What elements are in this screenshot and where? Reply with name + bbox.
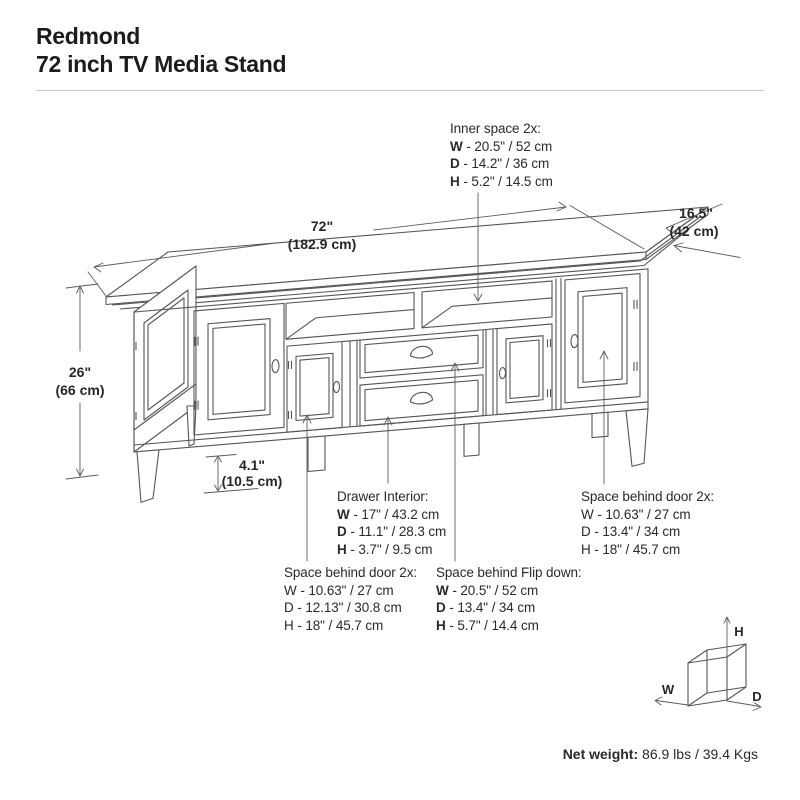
- annotation-title: Inner space 2x:: [450, 121, 541, 136]
- depth-inches-label: 16.5": [679, 205, 713, 221]
- leader-door-right: [599, 350, 609, 485]
- hinge-marks: [287, 360, 293, 420]
- drawer-top: [359, 329, 484, 379]
- drawer-bottom: [359, 374, 484, 427]
- door-handle: [498, 367, 507, 380]
- net-weight-value: 86.9 lbs / 39.4 Kgs: [642, 746, 758, 762]
- axis-h-label: H: [734, 624, 743, 639]
- front-face: [133, 268, 649, 503]
- annotation-title: Drawer Interior:: [337, 489, 429, 504]
- dimension-height: 26" (66 cm): [55, 283, 105, 480]
- axis-w-label: W: [662, 682, 675, 697]
- annotation-line: W - 10.63" / 27 cm: [284, 582, 394, 598]
- leader-door-left: [302, 414, 312, 562]
- annotation-line: D - 13.4" / 34 cm: [581, 524, 681, 539]
- annotation-title: Space behind Flip down:: [436, 565, 582, 580]
- annotation-line: W - 20.5" / 52 cm: [450, 138, 553, 154]
- cup-handle: [409, 345, 434, 359]
- foot-cm-label: (10.5 cm): [222, 473, 283, 489]
- shelf-left: [285, 291, 415, 340]
- width-inches-label: 72": [311, 218, 333, 234]
- hinge-marks: [633, 299, 638, 372]
- annotation-line: H - 5.7" / 14.4 cm: [436, 617, 539, 633]
- door-left-inner: [286, 341, 343, 433]
- width-cm-label: (182.9 cm): [288, 236, 356, 252]
- height-cm-label: (66 cm): [55, 382, 104, 398]
- cube-axis-legend: W D H: [654, 616, 762, 711]
- dimension-foot-height: 4.1" (10.5 cm): [203, 454, 283, 494]
- annotation-title: Space behind door 2x:: [581, 489, 714, 504]
- dimension-depth: 16.5" (42 cm): [665, 203, 741, 258]
- annotation-space-behind-door-right: Space behind door 2x: W - 10.63" / 27 cm…: [581, 488, 714, 558]
- height-inches-label: 26": [69, 364, 91, 380]
- hinge-marks: [546, 339, 552, 398]
- annotation-space-behind-flip-down: Space behind Flip down: W - 20.5" / 52 c…: [436, 564, 582, 634]
- product-subtitle: 72 inch TV Media Stand: [36, 51, 287, 77]
- door-handle: [570, 334, 579, 349]
- door-right-inner: [496, 323, 553, 416]
- annotation-line: W - 20.5" / 52 cm: [436, 582, 539, 598]
- annotation-line: H - 18" / 45.7 cm: [581, 541, 681, 557]
- foot-inches-label: 4.1": [239, 457, 265, 473]
- annotation-line: H - 18" / 45.7 cm: [284, 617, 384, 633]
- leader-inner-space: [473, 192, 483, 302]
- leader-drawer-interior: [383, 416, 393, 484]
- top-panel: [105, 206, 709, 310]
- annotation-inner-space: Inner space 2x: W - 20.5" / 52 cm D - 14…: [450, 120, 553, 190]
- annotation-line: H - 3.7" / 9.5 cm: [337, 541, 433, 557]
- net-weight: Net weight: 86.9 lbs / 39.4 Kgs: [563, 746, 758, 762]
- annotation-line: W - 17" / 43.2 cm: [337, 506, 440, 522]
- annotation-line: D - 14.2" / 36 cm: [450, 156, 550, 171]
- leader-flip-down: [450, 362, 460, 562]
- annotation-line: D - 11.1" / 28.3 cm: [337, 524, 447, 539]
- axis-d-label: D: [752, 689, 761, 704]
- annotation-line: D - 13.4" / 34 cm: [436, 600, 536, 615]
- annotation-title: Space behind door 2x:: [284, 565, 417, 580]
- annotation-line: D - 12.13" / 30.8 cm: [284, 600, 402, 615]
- hinge-marks: [194, 336, 199, 410]
- product-name: Redmond: [36, 23, 140, 49]
- page-title: Redmond 72 inch TV Media Stand: [36, 22, 287, 78]
- annotation-space-behind-door-left: Space behind door 2x: W - 10.63" / 27 cm…: [284, 564, 417, 634]
- annotation-line: H - 5.2" / 14.5 cm: [450, 173, 553, 189]
- annotation-line: W - 10.63" / 27 cm: [581, 506, 691, 522]
- door-left-outer: [193, 302, 285, 436]
- door-handle: [271, 359, 280, 374]
- net-weight-label: Net weight:: [562, 746, 639, 762]
- door-right-outer: [564, 273, 641, 404]
- cup-handle: [409, 391, 434, 405]
- shelf-right: [421, 280, 553, 329]
- title-divider: [36, 90, 764, 91]
- depth-cm-label: (42 cm): [669, 223, 718, 239]
- door-handle: [332, 380, 341, 394]
- annotation-drawer-interior: Drawer Interior: W - 17" / 43.2 cm D - 1…: [337, 488, 446, 558]
